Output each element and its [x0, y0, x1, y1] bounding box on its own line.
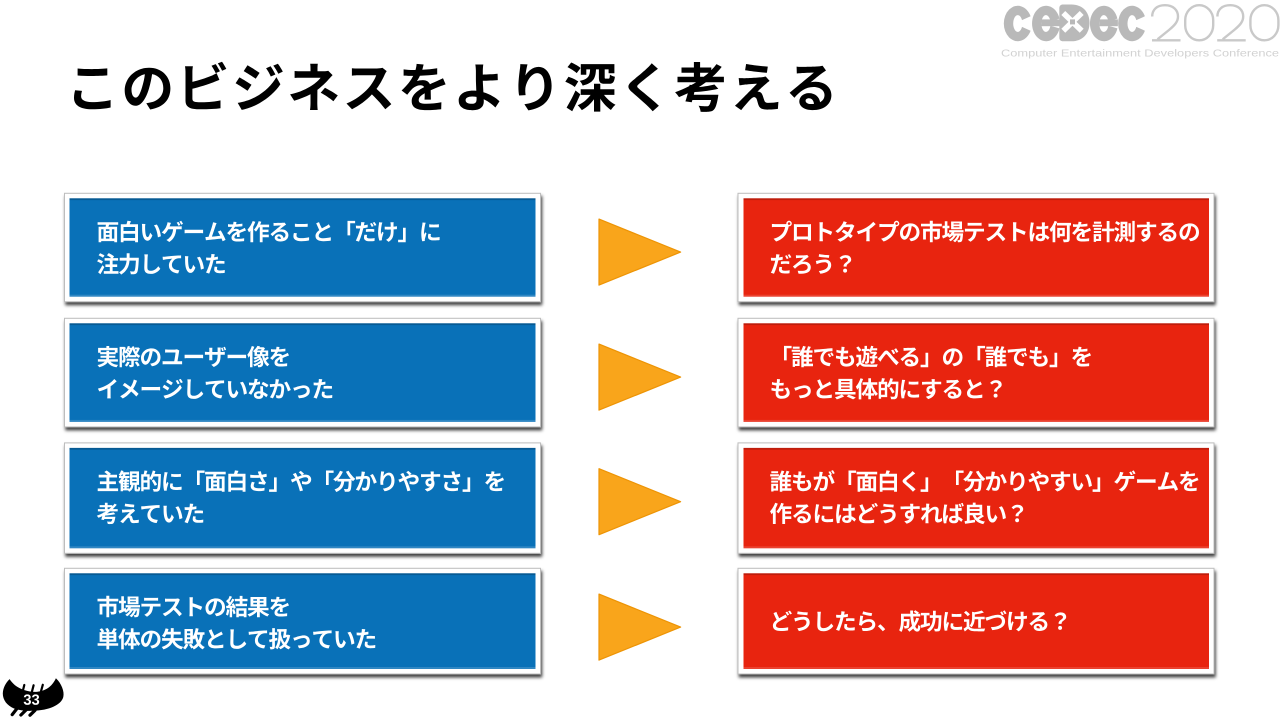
svg-text:Computer Entertainment Develop: Computer Entertainment Developers Confer…	[1001, 49, 1279, 60]
